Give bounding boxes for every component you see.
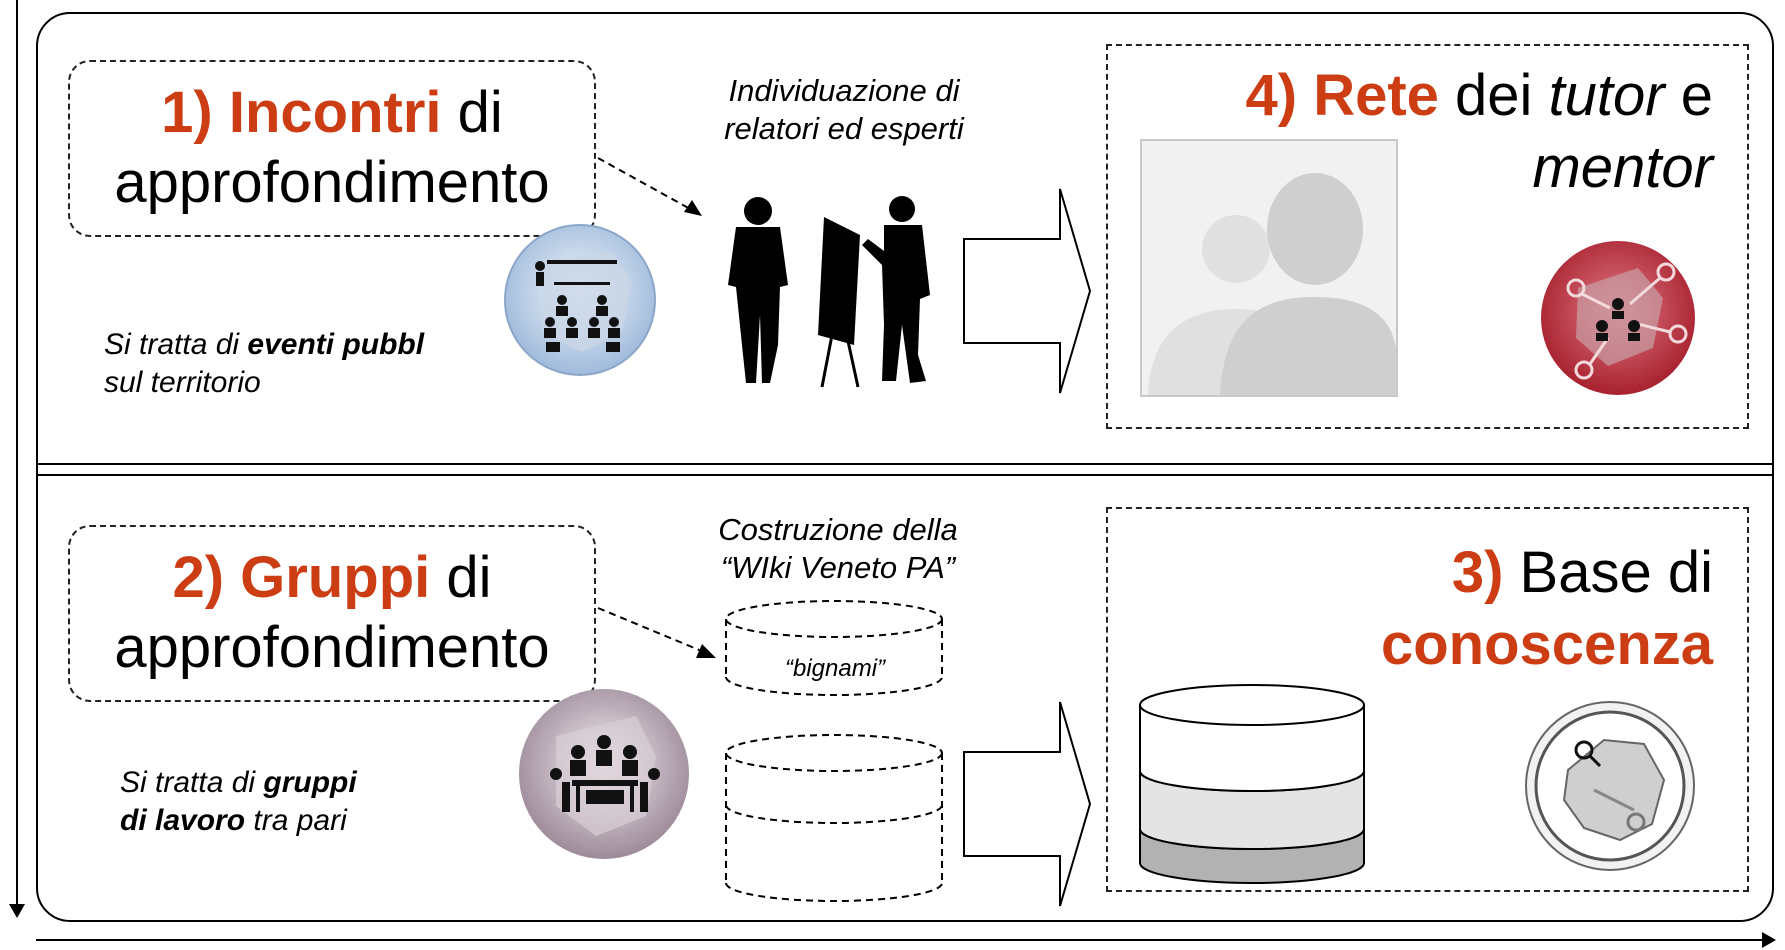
step3-keyword: conoscenza <box>1381 612 1713 677</box>
vertical-axis-arrowhead-icon <box>9 904 25 918</box>
step1-line2: approfondimento <box>114 150 550 215</box>
step3-title: 3) Base di conoscenza <box>1150 537 1713 681</box>
step2-side-label-line1: Costruzione della <box>718 512 958 547</box>
step2-title: 2) Gruppi di <box>70 543 594 613</box>
database-icon <box>1139 684 1365 884</box>
horizontal-axis-arrowhead-icon <box>1762 932 1776 948</box>
step2-side-label-line2: “WIki Veneto PA” <box>720 550 956 585</box>
presentation-meeting-icon <box>504 224 656 376</box>
step3-title-line1: 3) Base di <box>1150 537 1713 609</box>
diagram-frame <box>36 12 1774 922</box>
step1-side-label-line2: relatori ed esperti <box>724 111 964 146</box>
step4-title: 4) Rete dei tutor e mentor <box>1150 60 1714 204</box>
step2-note-bold1: gruppi <box>263 766 357 799</box>
step1-dashed-arrow <box>597 157 702 216</box>
step1-side-label: Individuazione di relatori ed esperti <box>694 72 994 148</box>
step2-keyword: Gruppi <box>240 545 431 610</box>
presenters-silhouette-icon <box>728 196 930 388</box>
step1-title: 1) Incontri di <box>70 78 594 148</box>
step1-callout: 1) Incontri di approfondimento <box>68 60 596 237</box>
step2-block-arrow <box>963 701 1092 907</box>
step1-suffix: di <box>457 80 503 145</box>
step4-text-mid: dei <box>1455 63 1549 128</box>
step1-note-prefix: Si tratta di <box>104 328 248 361</box>
step1-note: Si tratta di eventi pubbl sul territorio <box>104 326 424 402</box>
step2-dashed-arrow <box>597 607 716 658</box>
step2-number: 2) <box>172 545 225 610</box>
step2-side-label: Costruzione della “WIki Veneto PA” <box>708 511 968 587</box>
person-placeholder-icon <box>1140 139 1398 397</box>
step3-number: 3) <box>1451 540 1504 605</box>
step4-line2: mentor <box>1532 135 1713 200</box>
network-icon <box>1541 241 1695 395</box>
step4-keyword: Rete <box>1313 63 1439 128</box>
step2-note-suffix: tra pari <box>245 804 347 837</box>
bignami-label: “bignami” <box>784 655 886 682</box>
step4-text-italic: tutor <box>1548 63 1665 128</box>
bignami-database-icon <box>725 600 943 696</box>
vertical-axis <box>16 0 18 905</box>
step2-note-prefix: Si tratta di <box>120 766 264 799</box>
step2-callout: 2) Gruppi di approfondimento <box>68 525 596 702</box>
step1-side-label-line1: Individuazione di <box>728 73 960 108</box>
step1-note-bold: eventi pubbl <box>247 328 425 361</box>
horizontal-axis <box>36 939 1764 941</box>
section-divider-top <box>36 463 1774 465</box>
step3-box <box>1106 507 1749 892</box>
step1-keyword: Incontri <box>228 80 442 145</box>
map-search-icon <box>1525 701 1695 871</box>
step2-note: Si tratta di gruppi di lavoro tra pari <box>120 764 357 840</box>
step4-text-end: e <box>1664 63 1713 128</box>
step2-line2: approfondimento <box>114 615 550 680</box>
dashed-database-icon <box>725 734 943 902</box>
step1-note-line2: sul territorio <box>104 366 261 399</box>
section-divider-bottom <box>36 474 1774 476</box>
team-meeting-icon <box>519 689 689 859</box>
step2-note-bold2: di lavoro <box>120 804 246 837</box>
step4-box <box>1106 44 1749 429</box>
step2-suffix: di <box>446 545 492 610</box>
step1-number: 1) <box>161 80 213 145</box>
step3-text: Base di <box>1519 540 1713 605</box>
step1-block-arrow <box>963 188 1092 394</box>
step4-number: 4) <box>1245 63 1298 128</box>
step4-title-line1: 4) Rete dei tutor e <box>1150 60 1714 132</box>
